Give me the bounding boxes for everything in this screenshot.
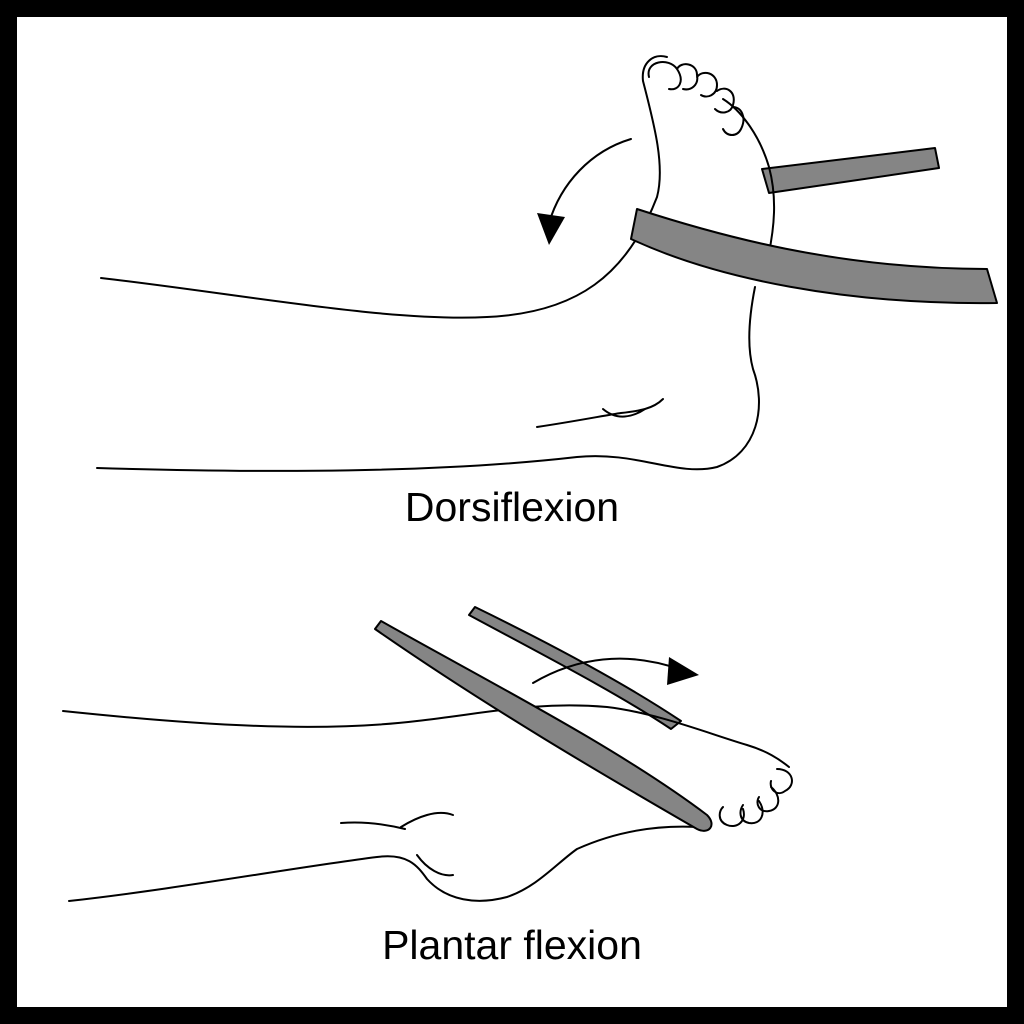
exercise-illustration xyxy=(62,55,998,902)
dorsiflexion-figure xyxy=(96,55,998,472)
dorsiflexion-arrow-curve xyxy=(548,138,632,224)
plantar-flexion-heel-detail xyxy=(340,811,454,877)
plantar-flexion-band-back xyxy=(468,606,682,730)
plantar-flexion-caption: Plantar flexion xyxy=(382,922,642,968)
dorsiflexion-leg-outline xyxy=(100,55,668,319)
dorsiflexion-band-back xyxy=(761,147,940,194)
plantar-flexion-arrow-head xyxy=(667,657,699,685)
diagram-frame: Dorsiflexion Plantar flexion xyxy=(17,17,1007,1007)
dorsiflexion-toes xyxy=(647,61,745,136)
dorsiflexion-leg-lower-outline xyxy=(96,286,760,472)
dorsiflexion-arrow-head xyxy=(537,213,565,245)
plantar-flexion-toes xyxy=(718,768,793,827)
dorsiflexion-ankle-detail xyxy=(536,398,664,428)
plantar-flexion-arrow-curve xyxy=(532,657,680,684)
plantar-flexion-figure xyxy=(62,606,793,902)
dorsiflexion-caption: Dorsiflexion xyxy=(404,484,620,530)
plantar-flexion-leg-outline xyxy=(62,704,790,768)
plantar-flexion-leg-lower-outline xyxy=(68,825,698,902)
dorsiflexion-band-front xyxy=(630,208,998,305)
dorsiflexion-sole xyxy=(722,98,776,263)
plantar-flexion-band-front xyxy=(374,620,713,832)
